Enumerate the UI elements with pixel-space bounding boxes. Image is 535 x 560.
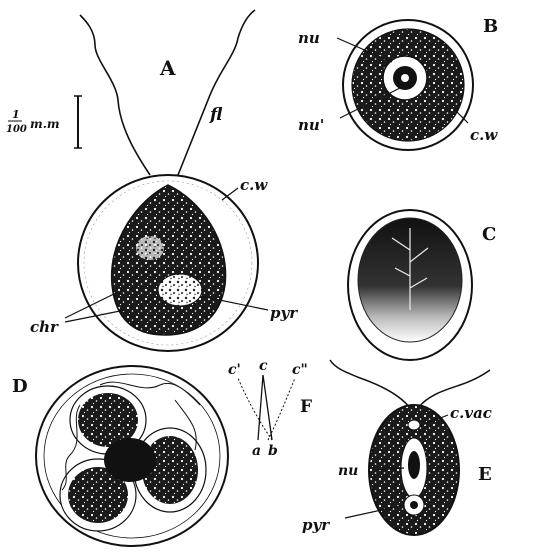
label-nu-prime-b: nu': [298, 116, 324, 134]
label-nu-b: nu: [298, 29, 320, 47]
label-c-dprime: c": [292, 362, 308, 378]
label-cw-b: c.w: [470, 126, 498, 144]
daughter-cell-4: [104, 438, 156, 482]
label-c: c: [259, 358, 268, 374]
flagellum-e-left: [330, 360, 410, 408]
figure-f: F c c' c" a b: [228, 358, 312, 459]
scale-numerator: 1: [12, 108, 20, 121]
scale-bar: 1 100 m.m: [6, 96, 82, 148]
figure-b-letter: B: [483, 16, 498, 37]
label-c-prime: c': [228, 362, 241, 378]
figure-d-letter: D: [12, 376, 28, 397]
label-pyr-e: pyr: [302, 516, 330, 534]
figure-f-letter: F: [300, 397, 312, 417]
figure-a-letter: A: [159, 56, 176, 80]
scale-denominator: 100: [6, 124, 27, 135]
label-nu-e: nu: [338, 463, 358, 479]
figure-c-letter: C: [482, 224, 496, 245]
flagellum-left: [80, 15, 150, 175]
figure-e: E c.vac nu pyr: [302, 360, 492, 535]
scale-unit: m.m: [30, 117, 60, 131]
flagellum-e-right: [418, 370, 490, 408]
label-cvac-e: c.vac: [450, 404, 492, 422]
label-a: a: [252, 443, 261, 459]
label-cw-a: c.w: [240, 176, 268, 194]
figure-b: B nu nu' c.w: [298, 16, 498, 150]
label-pyr-a: pyr: [270, 304, 298, 322]
contractile-vacuole-e: [408, 420, 420, 430]
figure-c: C: [348, 210, 496, 360]
label-b: b: [268, 443, 278, 459]
flagellum-path-c-dprime: [268, 378, 295, 440]
figure-e-letter: E: [478, 464, 492, 485]
pyrenoid-a: [158, 274, 202, 306]
flagellum-path-c-prime: [238, 378, 272, 440]
flagellum-right: [178, 10, 255, 175]
figure-a: A fl c.w chr pyr: [30, 10, 298, 351]
label-chr: chr: [30, 318, 59, 336]
label-fl: fl: [209, 105, 223, 125]
figure-d: D: [12, 366, 228, 546]
